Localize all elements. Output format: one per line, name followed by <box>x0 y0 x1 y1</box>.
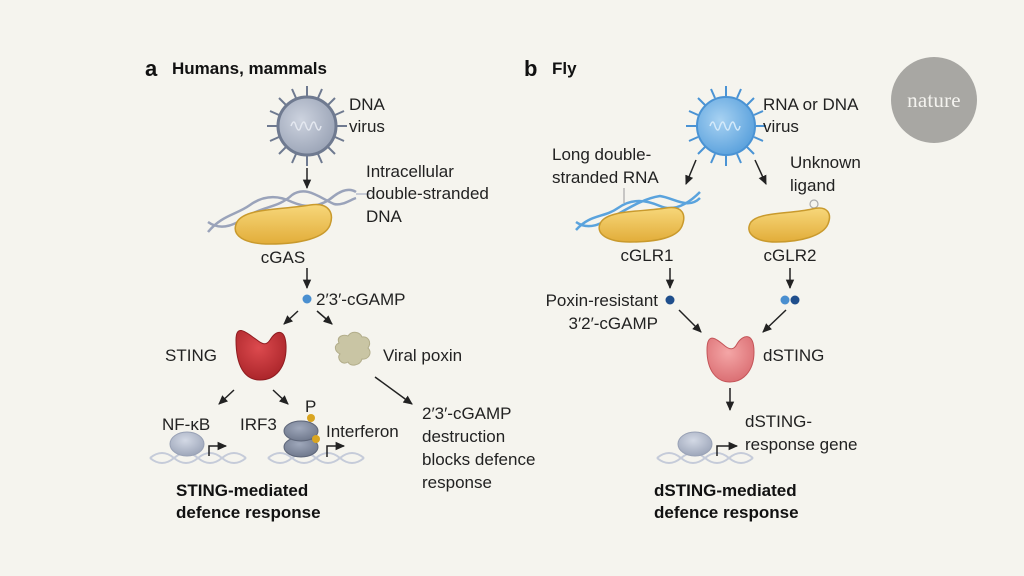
gene-dna-icon-irf3 <box>267 452 365 464</box>
cglr1-label: cGLR1 <box>621 246 674 265</box>
outcome-b-label-1: dSTING-mediated <box>654 481 797 500</box>
cglr2-label: cGLR2 <box>764 246 817 265</box>
dsting-protein-icon <box>706 336 755 383</box>
cgamp-molecule-icon <box>302 294 312 304</box>
arrow-virus-to-cglr2 <box>754 159 767 185</box>
cgamp-b-label-1: Poxin-resistant <box>546 291 659 310</box>
phosphate-icon <box>307 414 315 422</box>
outcome-a-label-1: STING-mediated <box>176 481 308 500</box>
transcription-start-arrow-dsting <box>716 441 739 456</box>
logo-text: nature <box>907 87 961 112</box>
dsting-label: dSTING <box>763 346 824 365</box>
sting-protein-icon <box>235 330 287 381</box>
cglr2-product-molecule-icon <box>780 295 790 305</box>
cglr1-enzyme-icon <box>598 206 685 243</box>
nfkb-protein-icon <box>169 431 205 457</box>
32-cgamp-molecule-icon <box>665 295 675 305</box>
poxin-effect-label-3: blocks defence <box>422 450 535 469</box>
arrow-cgamp-to-dsting <box>678 309 702 333</box>
outcome-b-label-2: defence response <box>654 503 799 522</box>
nature-logo: nature <box>891 57 977 143</box>
phosphate-label: P <box>305 397 316 416</box>
ligand-label-2: ligand <box>790 176 835 195</box>
cgamp-label: 2′3′-cGAMP <box>316 290 406 309</box>
gene-dna-icon-dsting <box>656 452 754 464</box>
dsdna-label-2: double-stranded <box>366 184 489 203</box>
rna-virus-label-2: virus <box>763 117 799 136</box>
dna-virus-label-2: virus <box>349 117 385 136</box>
dsrna-label-1: Long double- <box>552 145 651 164</box>
gene-dna-icon-nfkb <box>149 452 247 464</box>
panel-b-letter: b <box>524 56 538 81</box>
rna-dna-virus-icon <box>686 86 766 166</box>
dsdna-label-3: DNA <box>366 207 403 226</box>
transcription-start-arrow-nfkb <box>208 441 228 456</box>
arrow-virus-to-cglr1 <box>685 159 697 185</box>
dsrna-label-2: stranded RNA <box>552 168 659 187</box>
sting-label: STING <box>165 346 217 365</box>
outcome-a-label-2: defence response <box>176 503 321 522</box>
poxin-effect-label-1: 2′3′-cGAMP <box>422 404 512 423</box>
gene-b-label-2: response gene <box>745 435 857 454</box>
arrow-sting-to-nfkb <box>218 389 235 405</box>
cgamp-b-label-2: 3′2′-cGAMP <box>568 314 658 333</box>
arrow-cglr2-product-to-dsting <box>762 309 787 333</box>
dsdna-label-1: Intracellular <box>366 162 454 181</box>
dsrna-helix-icon <box>575 191 701 231</box>
cglr2-enzyme-icon <box>748 207 831 243</box>
arrow-sting-to-irf3 <box>272 389 289 405</box>
phosphate-icon <box>312 435 320 443</box>
transcription-factor-icon <box>677 431 713 457</box>
dna-virus-label-1: DNA <box>349 95 386 114</box>
poxin-effect-label-4: response <box>422 473 492 492</box>
panel-a-letter: a <box>145 56 158 81</box>
panel-a-title: Humans, mammals <box>172 59 327 78</box>
ligand-label-1: Unknown <box>790 153 861 172</box>
cgas-label: cGAS <box>261 248 305 267</box>
irf3-label: IRF3 <box>240 415 277 434</box>
interferon-label: Interferon <box>326 422 399 441</box>
arrow-poxin-to-effect <box>374 376 413 405</box>
cgas-enzyme-icon <box>234 203 333 245</box>
arrow-cgamp-to-sting <box>283 310 299 325</box>
irf3-dimer-icon <box>283 420 319 458</box>
panel-b-title: Fly <box>552 59 577 78</box>
unknown-ligand-icon <box>809 199 819 209</box>
dna-virus-icon <box>267 86 347 166</box>
poxin-label: Viral poxin <box>383 346 462 365</box>
gene-b-label-1: dSTING- <box>745 412 812 431</box>
cglr2-product-molecule-icon <box>790 295 800 305</box>
viral-poxin-icon <box>334 331 371 366</box>
arrow-cgamp-to-poxin <box>316 310 333 325</box>
nfkb-label: NF-κB <box>162 415 210 434</box>
rna-virus-label-1: RNA or DNA <box>763 95 859 114</box>
poxin-effect-label-2: destruction <box>422 427 505 446</box>
transcription-start-arrow-irf3 <box>326 441 346 457</box>
